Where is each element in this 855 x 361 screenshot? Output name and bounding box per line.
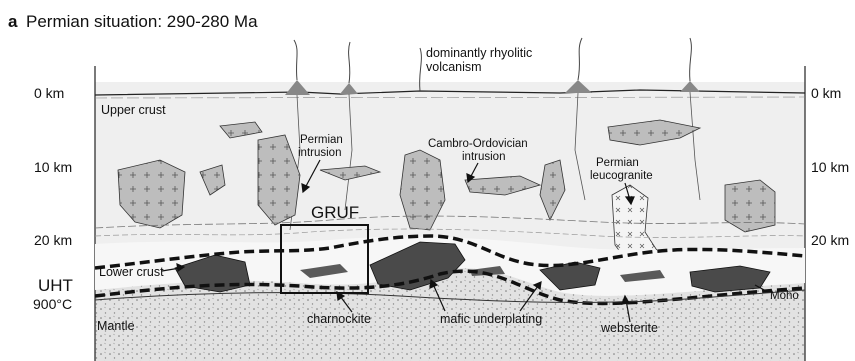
volcanism-label-line2: volcanism <box>426 60 482 74</box>
volcanism-label-line1: dominantly rhyolitic <box>426 46 532 60</box>
depth-label-right-20: 20 km <box>811 232 849 248</box>
moho-label: Moho <box>770 290 799 302</box>
websterite-label: websterite <box>600 321 658 335</box>
volcanic-conduit <box>690 38 692 81</box>
depth-label-left-0: 0 km <box>34 85 64 101</box>
panel-letter: a <box>8 12 18 31</box>
permian-intrusion-label-line1: Permian <box>300 134 343 146</box>
uht-temp-label: 900°C <box>33 296 72 312</box>
mafic-underplating-label: mafic underplating <box>440 312 542 326</box>
depth-label-right-10: 10 km <box>811 159 849 175</box>
mantle-label: Mantle <box>97 319 135 333</box>
leucogranite-label-line1: Permian <box>596 157 639 169</box>
upper-crust-label: Upper crust <box>101 103 166 117</box>
depth-label-left-20: 20 km <box>34 232 72 248</box>
permian-intrusion-label-line2: intrusion <box>298 147 341 159</box>
lower-crust-label: Lower crust <box>99 265 164 279</box>
cambro-ordovician-label-line2: intrusion <box>462 151 505 163</box>
volcanic-conduit <box>349 42 350 83</box>
uht-label: UHT <box>38 276 73 295</box>
intrusion-body <box>725 180 775 232</box>
cambro-ordovician-label-line1: Cambro-Ordovician <box>428 138 528 150</box>
depth-label-right-0: 0 km <box>811 85 841 101</box>
charnockite-label: charnockite <box>307 312 371 326</box>
depth-label-left-10: 10 km <box>34 159 72 175</box>
volcanic-conduit <box>578 38 582 80</box>
panel-title: Permian situation: 290-280 Ma <box>26 12 258 31</box>
gruf-label: GRUF <box>311 203 359 222</box>
leucogranite-label-line2: leucogranite <box>590 170 653 182</box>
volcanic-conduit <box>294 40 297 80</box>
